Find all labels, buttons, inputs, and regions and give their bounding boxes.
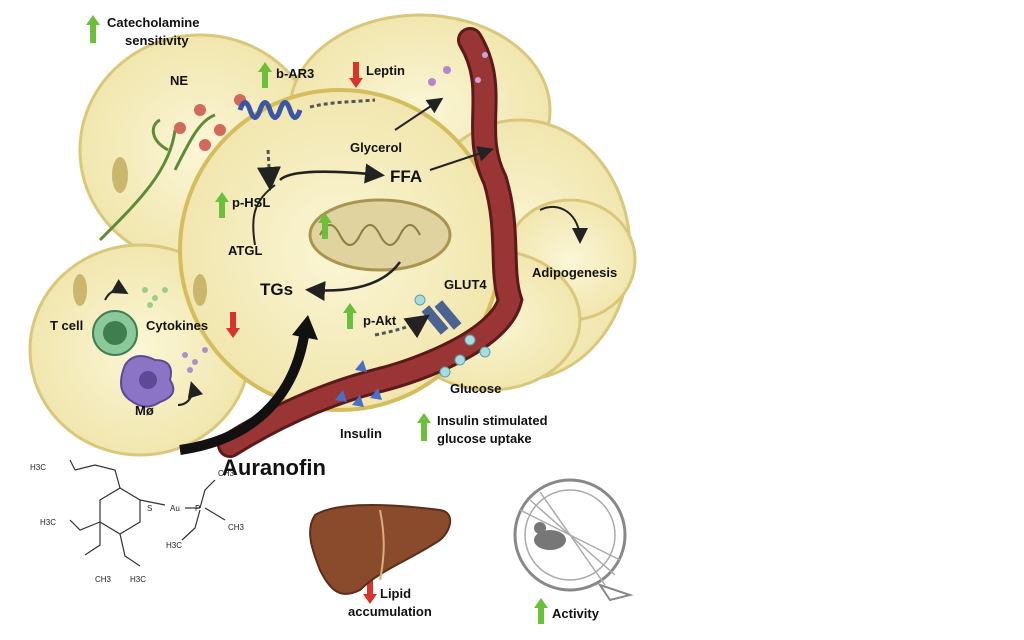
label-lipid: Lipid [380,586,411,601]
label-auranofin: Auranofin [222,455,326,480]
up-arrow-icon [215,192,229,218]
label-leptin: Leptin [366,63,405,78]
up-arrow-icon [86,15,100,43]
label-sensitivity: sensitivity [125,33,189,48]
chem-p: P [195,504,200,513]
arrow-macrophage [177,381,204,406]
ne-molecules [174,94,246,151]
mouse-wheel-icon [513,478,634,602]
nucleus [193,274,207,306]
chem-ch3-b1: CH3 [95,575,112,584]
label-tcell: T cell [50,318,83,333]
label-insulin-uptake-2: glucose uptake [437,431,532,446]
chem-ch3-p3: H3C [166,541,182,550]
up-arrow-icon [534,598,548,624]
label-insulin-uptake-1: Insulin stimulated [437,413,548,428]
arrow-glycerol-out [394,97,444,131]
glucose-molecules [414,294,491,378]
auranofin-arrow [179,329,310,455]
nucleus [112,157,128,193]
liver-icon [309,504,452,595]
chem-ch3-p1: CH3 [218,469,235,478]
label-insulin: Insulin [340,426,382,441]
label-cytokines: Cytokines [146,318,208,333]
label-glycerol: Glycerol [350,140,402,155]
label-adipogenesis: Adipogenesis [532,265,617,280]
t-cell-icon [92,310,138,356]
mitochondrion-icon [308,198,452,272]
label-phsl: p-HSL [232,195,270,210]
nerve-fiber [98,113,216,242]
label-catecholamine: Catecholamine [107,15,199,30]
leptin-dot [475,77,481,83]
dashed-arrow-phsl [256,149,281,191]
label-glucose: Glucose [450,381,501,396]
up-arrow-icon [258,62,272,88]
insulin-molecules [335,360,382,407]
dashed-arrow-pakt [374,314,430,339]
macrophage-icon [120,355,175,408]
chem-ch3-b2: H3C [130,575,146,584]
label-activity: Activity [552,606,600,621]
down-arrow-icon [363,578,377,604]
arrow-tg-to-ffa [279,163,385,184]
arrow-adipogenesis [539,205,588,244]
down-arrow-icon [226,312,240,338]
arrow-tcell [104,279,129,301]
chem-s: S [147,504,152,513]
label-macrophage: Mø [135,403,154,418]
up-arrow-icon [318,213,332,239]
chem-ch3-p2: CH3 [228,523,245,532]
blood-vessel [220,30,521,455]
auranofin-arrowhead [292,315,318,340]
auranofin-structure [69,459,226,567]
dashed-arrow-bar3 [309,98,376,109]
label-ffa: FFA [390,167,422,186]
leptin-dot [428,78,436,86]
arrow-to-tgs [305,261,402,301]
label-atgl: ATGL [228,243,262,258]
down-arrow-icon [349,62,363,88]
label-glut4: GLUT4 [444,277,487,292]
nucleus [73,274,87,306]
up-arrow-icon [417,413,431,441]
arrow-ffa-out [429,146,494,171]
chem-au: Au [170,504,180,513]
chem-ch3-mid: H3C [40,518,56,527]
chem-ch3-top: H3C [30,463,46,472]
label-tgs: TGs [260,280,293,299]
leptin-dot [482,52,488,58]
receptor-icon [237,100,303,120]
leptin-dot [443,66,451,74]
label-accumulation: accumulation [348,604,432,619]
label-ne: NE [170,73,188,88]
label-pakt: p-Akt [363,313,397,328]
cytokine-dots [142,287,208,373]
up-arrow-icon [343,303,357,329]
transporter-icon [421,300,462,335]
label-bar3: b-AR3 [276,66,314,81]
